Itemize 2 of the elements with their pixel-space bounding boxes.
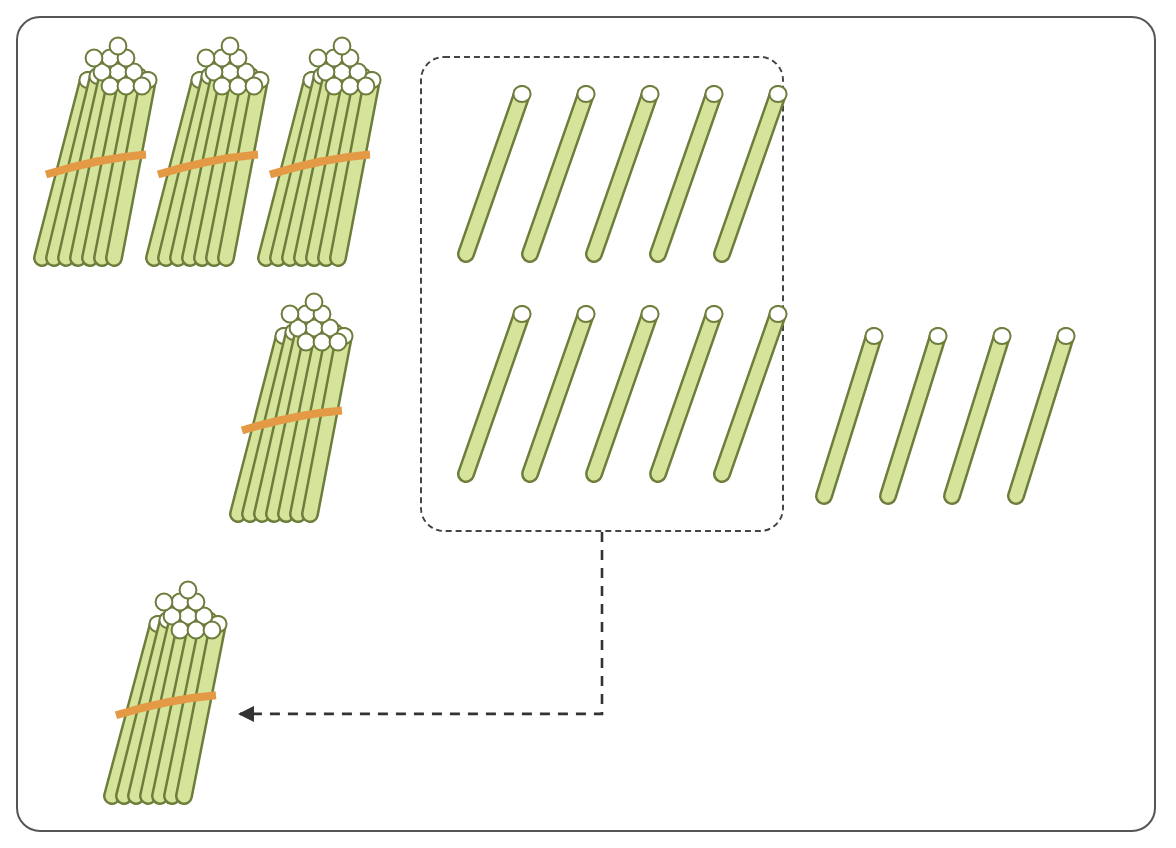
dashed-frame [420,56,784,532]
arrow [238,532,604,722]
